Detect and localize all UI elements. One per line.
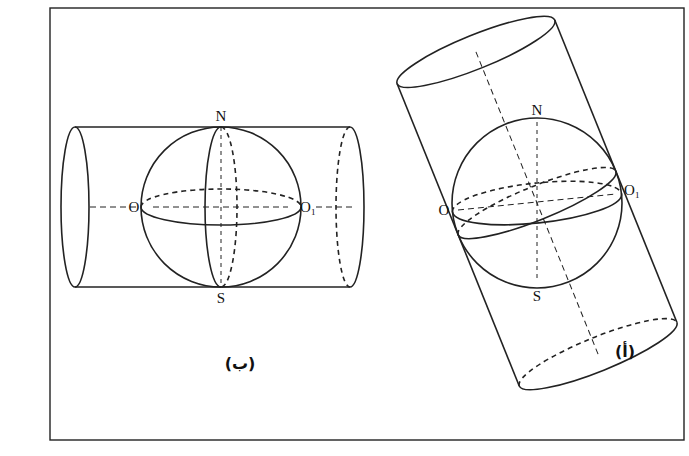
point-label: O₁: [624, 183, 640, 198]
frame: [50, 8, 684, 440]
pole-label: N: [216, 109, 227, 124]
pole-label: N: [532, 103, 543, 118]
point-label: O: [129, 200, 140, 215]
tilted-cylinder: [391, 4, 683, 401]
horizontal-cylinder: [61, 127, 364, 287]
point-label: O: [439, 203, 450, 218]
point-label: O₁: [300, 200, 316, 215]
pole-label: S: [217, 291, 225, 306]
figure-caption: (أ): [615, 344, 635, 360]
pole-label: S: [533, 289, 541, 304]
figure-caption: (ب): [225, 356, 256, 372]
